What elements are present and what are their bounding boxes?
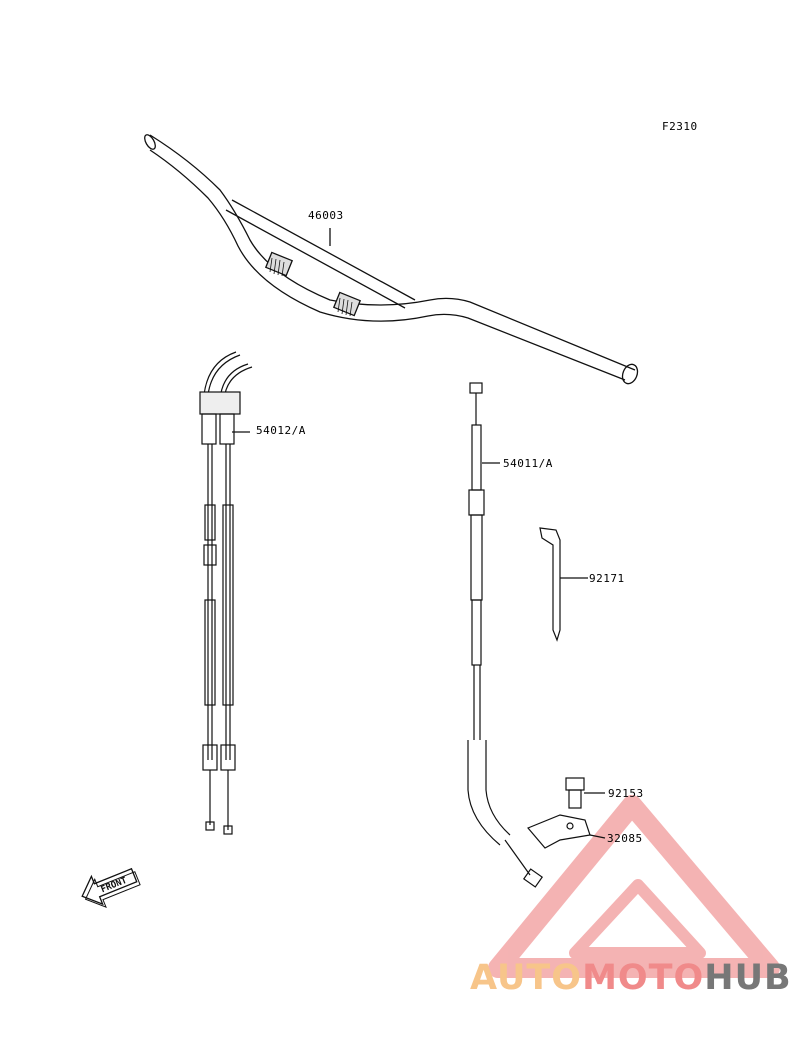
bracket-drawing [527,814,606,849]
part-number-tool: 92171 [589,572,625,585]
watermark-part2: MOTO [582,958,705,998]
front-arrow: FRONT [81,867,141,908]
watermark-part1: AUTO [470,958,583,998]
handlebar-drawing [144,134,639,385]
part-number-clutch-cable: 54011/A [503,457,553,470]
part-number-handlebar: 46003 [308,209,344,222]
watermark-logo-triangle [488,795,780,978]
part-number-throttle-cable: 54012/A [256,424,306,437]
bolt-drawing [565,777,605,809]
watermark-text: AUTOMOTOHUB [470,958,792,998]
part-number-bolt: 92153 [608,787,644,800]
figure-code: F2310 [662,120,698,133]
watermark-part3: HUB [704,958,792,998]
clutch-cable-drawing [467,382,544,888]
part-number-bracket: 32085 [607,832,643,845]
tool-drawing [539,527,588,642]
throttle-cable-drawing [199,351,253,835]
